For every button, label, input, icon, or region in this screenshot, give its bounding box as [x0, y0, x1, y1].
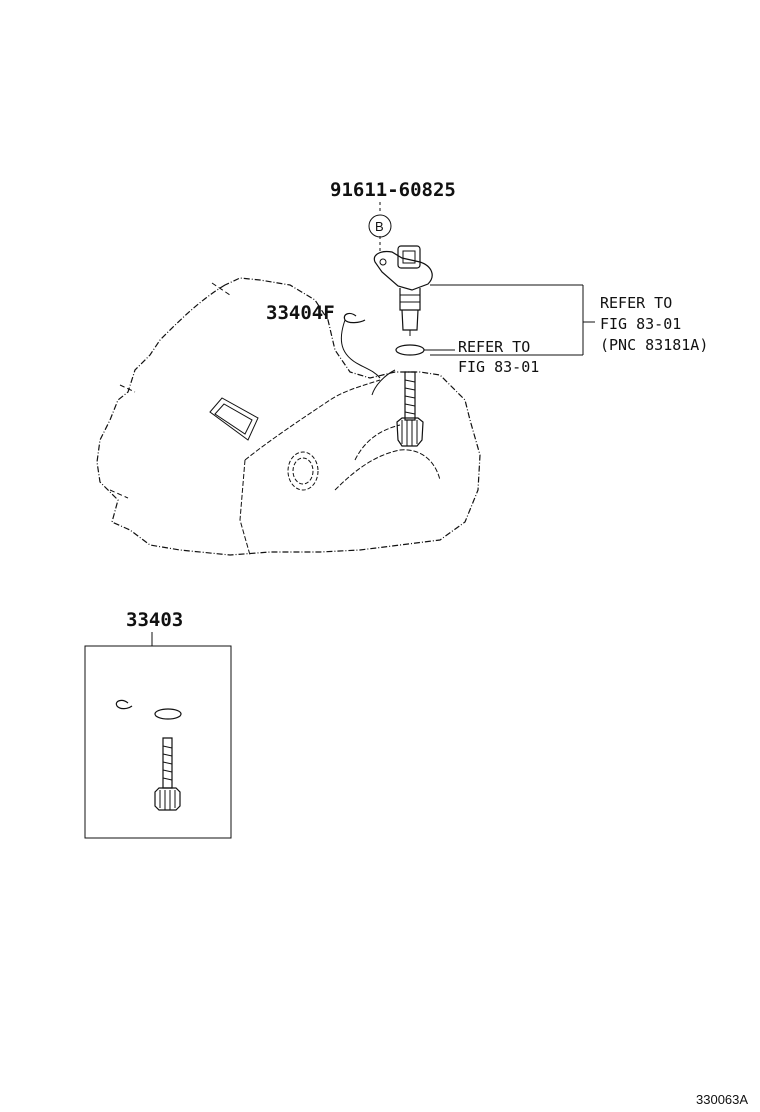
- oring-ref-line2: FIG 83-01: [458, 358, 539, 376]
- oring-ref-line1: REFER TO: [458, 338, 530, 356]
- kit-contents: [115, 699, 182, 811]
- driven-gear: [396, 371, 424, 447]
- speed-sensor: [373, 245, 433, 336]
- kit-part-number: 33403: [126, 609, 183, 631]
- bolt-marker-label: B: [375, 219, 384, 234]
- kit-box: [84, 645, 232, 839]
- clip-part-number: 33404F: [266, 302, 335, 324]
- leader-lines: [340, 202, 595, 379]
- sensor-bolt-part-number: 91611-60825: [330, 179, 456, 201]
- sensor-ref-line3: (PNC 83181A): [600, 336, 708, 354]
- transmission-housing: [96, 277, 481, 556]
- bolt-marker-circle: [368, 214, 392, 238]
- o-ring: [395, 344, 425, 356]
- sensor-ref-line1: REFER TO: [600, 294, 672, 312]
- clip: [343, 312, 366, 324]
- sensor-ref-line2: FIG 83-01: [600, 315, 681, 333]
- figure-id: 330063A: [696, 1092, 748, 1107]
